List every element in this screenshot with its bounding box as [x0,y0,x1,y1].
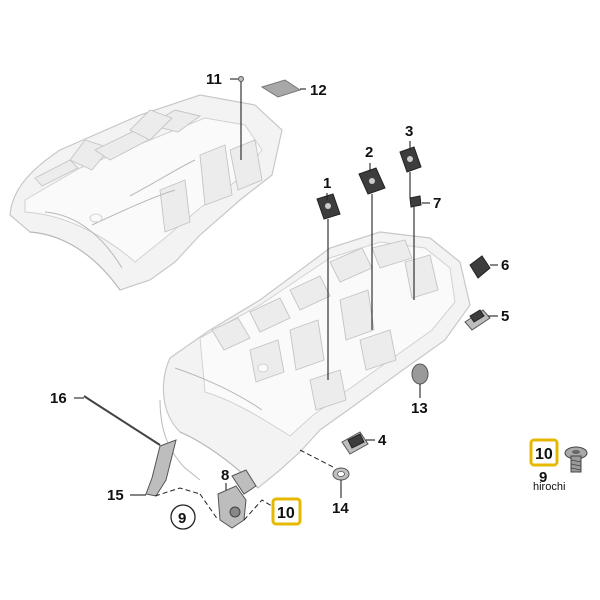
callout-6: 6 [501,257,509,274]
callout-15: 15 [107,487,124,504]
washer-part-14 [332,467,350,481]
callout-8: 8 [221,467,229,484]
callout-13: 13 [411,400,428,417]
callout-11: 11 [206,71,222,88]
callout-9: 9 [178,510,186,527]
callout-1: 1 [323,175,331,192]
callout-9-circle: 9 [170,504,196,530]
callout-2: 2 [365,144,373,161]
callout-16: 16 [50,390,67,407]
inset-number-9: 9 [539,469,547,486]
bump-part-13 [411,363,429,385]
callout-3: 3 [405,123,413,140]
upper-cover-panel [9,94,283,291]
pad-part-12 [260,79,302,98]
callout-14: 14 [332,500,349,517]
main-lower-panel [159,231,471,489]
callout-4: 4 [378,432,387,449]
inset-detail: 10 9 hirochi [529,438,588,493]
clip-part-4 [341,431,369,455]
rod-part-16 [83,395,161,446]
callout-5: 5 [501,308,509,325]
screw-icon [564,446,588,473]
callout-10: 10 [277,505,295,522]
pin-part-11 [238,76,244,95]
clip-part-2 [358,167,386,195]
watermark-text: hirochi [533,481,565,493]
leader-lines [74,78,498,521]
grommet-part-6 [469,255,491,279]
callout-12: 12 [310,82,327,99]
clip-part-1 [316,193,341,220]
inset-number-10: 10 [535,446,553,463]
lock-part-8 [217,469,257,529]
callout-10-box: 10 [271,497,302,526]
nut-part-7 [409,195,422,208]
clip-part-5 [464,309,491,331]
lever-part-15 [145,439,177,497]
callout-7: 7 [433,195,441,212]
clip-part-3 [399,146,422,173]
